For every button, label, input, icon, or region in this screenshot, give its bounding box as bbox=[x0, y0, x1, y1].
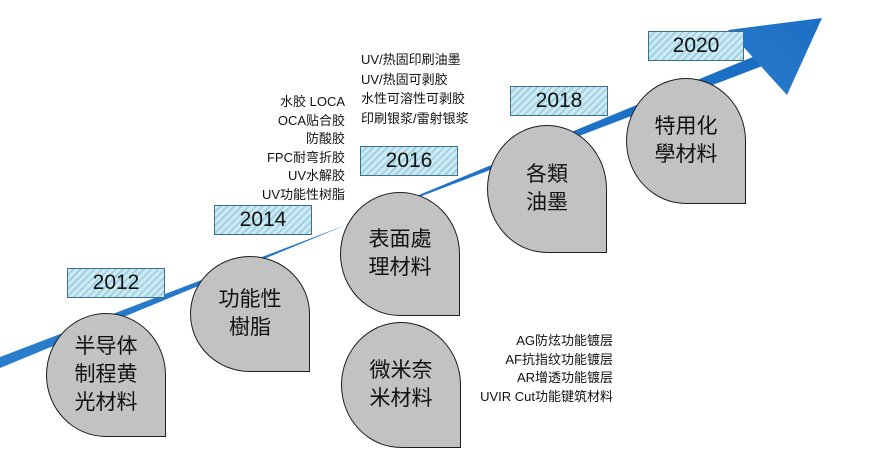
stage-functional-resin-drop: 功能性 樹脂 bbox=[190, 256, 310, 372]
list-item: UV/热固印刷油墨 bbox=[361, 52, 461, 67]
stage-line: 理材料 bbox=[368, 256, 432, 279]
resin-products-list: 水胶 LOCA OCA贴合胶 防酸胶 FPC耐弯折胶 UV水解胶 UV功能性树脂 bbox=[262, 93, 345, 204]
list-item: 印刷银浆/雷射银浆 bbox=[361, 110, 469, 126]
year-2014-label: 2014 bbox=[214, 205, 312, 235]
year-2016-label: 2016 bbox=[360, 146, 458, 176]
list-item: UVIR Cut功能键筑材料 bbox=[480, 388, 613, 404]
list-item: 水性可溶性可剥胶 bbox=[361, 91, 466, 106]
stage-line: 各類 bbox=[526, 163, 568, 186]
stage-line: 半导体 bbox=[74, 335, 138, 358]
list-item: UV水解胶 bbox=[287, 168, 345, 183]
stage-line: 表面處 bbox=[368, 228, 432, 251]
list-item: 防酸胶 bbox=[305, 131, 345, 146]
stage-line: 油墨 bbox=[526, 191, 568, 214]
stage-semiconductor-drop: 半导体 制程黄 光材料 bbox=[46, 313, 166, 437]
stage-line: 制程黄 bbox=[74, 363, 138, 386]
year-2020-label: 2020 bbox=[648, 31, 744, 61]
stage-specialty-chemicals-drop: 特用化 學材料 bbox=[626, 78, 746, 204]
stage-line: 功能性 bbox=[218, 288, 282, 311]
stage-line: 特用化 bbox=[654, 115, 718, 138]
year-2018-label: 2018 bbox=[510, 86, 608, 116]
list-item: AF抗指纹功能镀层 bbox=[505, 351, 613, 367]
stage-line: 米材料 bbox=[369, 387, 433, 410]
list-item: UV功能性树脂 bbox=[261, 186, 345, 202]
coating-products-list: AG防炫功能镀层 AF抗指纹功能镀层 AR增透功能镀层 UVIR Cut功能键筑… bbox=[480, 332, 613, 406]
list-item: OCA贴合胶 bbox=[277, 112, 345, 128]
stage-micro-nano-drop: 微米奈 米材料 bbox=[341, 322, 461, 448]
stage-line: 學材料 bbox=[654, 143, 718, 166]
list-item: FPC耐弯折胶 bbox=[266, 149, 345, 165]
stage-line: 樹脂 bbox=[229, 316, 271, 339]
list-item: AG防炫功能镀层 bbox=[516, 333, 613, 348]
arrow-head bbox=[728, 18, 822, 95]
stage-inks-drop: 各類 油墨 bbox=[487, 125, 607, 253]
list-item: AR增透功能镀层 bbox=[516, 370, 613, 385]
stage-line: 微米奈 bbox=[369, 359, 433, 382]
ink-products-list: UV/热固印刷油墨 UV/热固可剥胶 水性可溶性可剥胶 印刷银浆/雷射银浆 bbox=[361, 50, 469, 128]
year-2012-label: 2012 bbox=[67, 268, 165, 298]
list-item: 水胶 LOCA bbox=[279, 94, 345, 109]
stage-surface-treatment-drop: 表面處 理材料 bbox=[340, 192, 460, 316]
stage-line: 光材料 bbox=[74, 391, 138, 414]
list-item: UV/热固可剥胶 bbox=[361, 71, 448, 87]
